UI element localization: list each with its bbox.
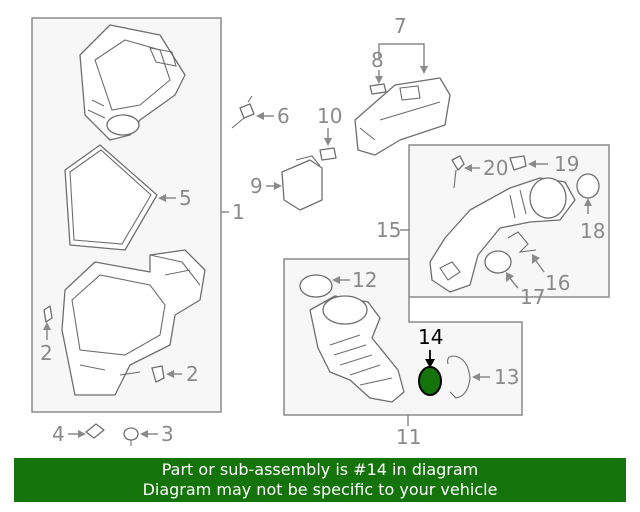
callout-16[interactable]: 16 (545, 271, 570, 295)
arrow-3 (140, 430, 148, 438)
seal-8[interactable] (369, 83, 387, 95)
callout-14[interactable]: 14 (418, 325, 443, 349)
arrow-18 (584, 198, 592, 206)
clip-2a[interactable] (43, 305, 53, 323)
info-banner: Part or sub-assembly is #14 in diagram D… (14, 458, 626, 502)
sensor-6[interactable] (231, 95, 255, 129)
arrow-7 (420, 66, 428, 74)
callout-10[interactable]: 10 (317, 104, 342, 128)
arrow-4 (78, 430, 86, 438)
arrow-5 (158, 194, 166, 202)
callout-6[interactable]: 6 (277, 104, 290, 128)
clip-13[interactable] (447, 355, 471, 399)
leader-7 (378, 43, 425, 70)
arrow-14 (425, 359, 435, 368)
air-cleaner-cover[interactable] (79, 24, 186, 141)
clamp-16[interactable] (507, 231, 537, 253)
air-cleaner-lower-housing[interactable] (61, 249, 206, 396)
arrow-2a (43, 322, 51, 330)
oring-18[interactable] (576, 173, 600, 199)
sensor-20[interactable] (451, 155, 465, 189)
arrow-12 (332, 276, 340, 284)
callout-5[interactable]: 5 (179, 186, 192, 210)
air-filter-element[interactable] (64, 144, 158, 251)
arrow-9 (274, 182, 282, 190)
callout-20[interactable]: 20 (483, 156, 508, 180)
callout-2b[interactable]: 2 (186, 362, 199, 386)
callout-4[interactable]: 4 (52, 422, 65, 446)
arrow-16 (532, 254, 540, 264)
arrow-17 (506, 272, 514, 282)
oring-17[interactable] (484, 250, 512, 274)
arrow-8 (375, 76, 383, 84)
clamp-12[interactable] (299, 274, 333, 298)
resonator-7[interactable] (354, 77, 451, 156)
banner-line-1: Part or sub-assembly is #14 in diagram (161, 460, 479, 479)
callout-19[interactable]: 19 (554, 152, 579, 176)
callout-7[interactable]: 7 (394, 14, 407, 38)
callout-3[interactable]: 3 (161, 422, 174, 446)
arrow-13 (472, 373, 480, 381)
arrow-20 (464, 164, 472, 172)
callout-1[interactable]: 1 (232, 200, 245, 224)
callout-13[interactable]: 13 (494, 365, 519, 389)
parts-diagram: 1 5 2 2 4 3 (31, 14, 610, 449)
callout-11[interactable]: 11 (396, 425, 421, 449)
callout-15[interactable]: 15 (376, 218, 401, 242)
callout-17[interactable]: 17 (520, 285, 545, 309)
banner-line-2: Diagram may not be specific to your vehi… (142, 480, 498, 499)
arrow-19 (528, 160, 536, 168)
arrow-2b (166, 370, 174, 378)
fitting-19[interactable] (509, 155, 527, 171)
seal-14-highlighted[interactable] (418, 366, 442, 396)
air-duct-11[interactable] (309, 295, 405, 403)
seal-10[interactable] (319, 147, 337, 161)
arrow-10 (324, 138, 332, 146)
bracket-9[interactable] (281, 155, 323, 211)
callout-2a[interactable]: 2 (40, 341, 53, 365)
callout-8[interactable]: 8 (371, 48, 384, 72)
arrow-6 (256, 112, 264, 120)
bolt-3[interactable] (123, 427, 139, 446)
clip-2b[interactable] (151, 365, 165, 383)
callout-18[interactable]: 18 (580, 219, 605, 243)
callout-12[interactable]: 12 (352, 268, 377, 292)
grommet-4[interactable] (85, 423, 105, 439)
intake-tube-15[interactable] (429, 177, 576, 293)
callout-9[interactable]: 9 (250, 174, 263, 198)
